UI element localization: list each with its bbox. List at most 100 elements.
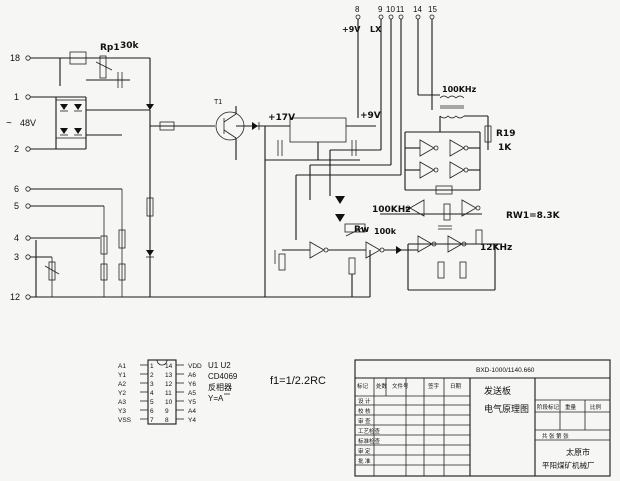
ic-pin-num-5: 5 (150, 399, 154, 406)
inverter-chain (404, 131, 481, 195)
freq-100k-mid: 100KHz (372, 205, 411, 215)
rp1-value: 30k (120, 41, 140, 51)
rp1-label: Rp1 (100, 43, 120, 53)
modulation-stage (274, 149, 418, 297)
ic-pin-num-12: 12 (165, 381, 173, 388)
rw-value: 100k (374, 227, 397, 236)
row-check: 校 核 (358, 407, 371, 415)
ac-48v-label: 48V (20, 118, 36, 128)
ic-pin-name-14: VDD (188, 363, 202, 370)
col-header-file: 文件号 (392, 382, 409, 390)
rail-9v-top: +9V (342, 25, 361, 34)
ic-pin-num-7: 7 (150, 417, 154, 424)
terminal-18-label: 18 (10, 53, 20, 63)
ic-pin-name-11: A5 (188, 390, 196, 397)
ic-pin-num-4: 4 (150, 390, 154, 397)
rail-9v: +9V (360, 111, 381, 121)
terminal-1-label: 1 (14, 92, 19, 102)
ic-pin-num-10: 10 (165, 399, 173, 406)
weight-label: 重量 (565, 403, 577, 411)
output-transformer (418, 94, 492, 150)
rail-17v: +17V (268, 113, 295, 123)
terminal-5-label: 5 (14, 201, 19, 211)
ic-pin-name-9: A4 (188, 408, 196, 415)
terminal-4-label: 4 (14, 233, 19, 243)
ic-pin-num-8: 8 (165, 417, 169, 424)
ic-pin-name-5: A3 (118, 399, 126, 406)
formula: f1=1/2.2RC (270, 375, 326, 387)
freq-12k: 12KHz (480, 243, 512, 253)
lx-label: LX (370, 25, 382, 34)
drawing-number: BXD-1000/1140.660 (476, 367, 535, 374)
input-wiring (30, 57, 370, 298)
row-review: 审 查 (358, 417, 371, 425)
power-stage (150, 106, 376, 297)
ic-pin-num-11: 11 (165, 390, 172, 397)
ic-pin-name-8: Y4 (188, 417, 196, 424)
ic-pin-name-12: Y6 (188, 381, 196, 388)
r19-value: 1K (498, 143, 512, 153)
ic-note-line2: CD4069 (208, 372, 238, 381)
terminal-11-label: 11 (396, 5, 405, 14)
row-approve: 审 定 (358, 447, 371, 455)
r19-label: R19 (496, 129, 515, 139)
ic-pin-num-6: 6 (150, 408, 154, 415)
ic-note-line4: Y=A (208, 394, 224, 403)
rw-label: Rw (354, 225, 369, 235)
row-authorize: 批 准 (358, 457, 371, 465)
col-header-sign: 签字 (428, 382, 440, 390)
ic-pin-name-2: Y1 (118, 372, 126, 379)
terminal-12-label: 12 (10, 292, 20, 302)
terminal-6-label: 6 (14, 184, 19, 194)
col-header-mark: 标记 (357, 382, 369, 390)
ic-pin-name-1: A1 (118, 363, 126, 370)
oscillator-12k (407, 229, 500, 291)
sheet-count: 共 张 第 张 (542, 432, 569, 440)
drawing-name: 电气原理图 (484, 403, 529, 414)
ic-pin-num-14: 14 (165, 363, 173, 370)
ic-pin-name-6: Y3 (118, 408, 126, 415)
t1-label: T1 (214, 99, 222, 106)
col-header-count: 处数 (376, 382, 388, 390)
ic-pin-name-10: Y5 (188, 399, 196, 406)
ic-pin-name-4: Y2 (118, 390, 126, 397)
ic-pin-num-2: 2 (150, 372, 154, 379)
scale-label: 比例 (590, 403, 602, 411)
ac-symbol: ~ (6, 118, 12, 129)
terminal-2-label: 2 (14, 144, 19, 154)
ic-note-line3: 反相器 (208, 382, 232, 392)
row-design: 设 计 (358, 397, 371, 405)
freq-100k-top: 100KHz (442, 85, 477, 94)
board-name: 发送板 (484, 385, 511, 396)
title-block (354, 359, 611, 477)
oscillator-100k (380, 199, 482, 230)
terminal-15-label: 15 (428, 5, 437, 14)
top-terminals (355, 14, 435, 175)
row-standard: 标准检查 (358, 437, 381, 445)
led-column (44, 104, 154, 297)
rp1-network (59, 51, 151, 104)
ic-pin-name-7: VSS (118, 417, 132, 424)
ic-pin-num-3: 3 (150, 381, 154, 388)
rw1-label: RW1=8.3K (506, 211, 561, 221)
company-name: 平阳煤矿机械厂 (542, 460, 595, 470)
ic-pin-num-13: 13 (165, 372, 173, 379)
terminal-10-label: 10 (386, 5, 395, 14)
terminal-14-label: 14 (413, 5, 422, 14)
stage-mark: 阶段标记 (537, 403, 560, 411)
bridge-rectifier (55, 96, 150, 150)
ic-pin-name-3: A2 (118, 381, 126, 388)
ic-pin-num-9: 9 (165, 408, 169, 415)
row-process: 工艺检查 (358, 427, 381, 435)
ic-pin-name-13: A6 (188, 372, 196, 379)
left-terminal-block (25, 55, 31, 300)
ic-pin-num-1: 1 (150, 363, 154, 370)
company-city: 太原市 (566, 447, 590, 457)
col-header-date: 日期 (450, 383, 462, 390)
terminal-8-label: 8 (355, 5, 360, 14)
terminal-9-label: 9 (378, 5, 383, 14)
ic-note-line1: U1 U2 (208, 361, 231, 370)
terminal-3-label: 3 (14, 252, 19, 262)
